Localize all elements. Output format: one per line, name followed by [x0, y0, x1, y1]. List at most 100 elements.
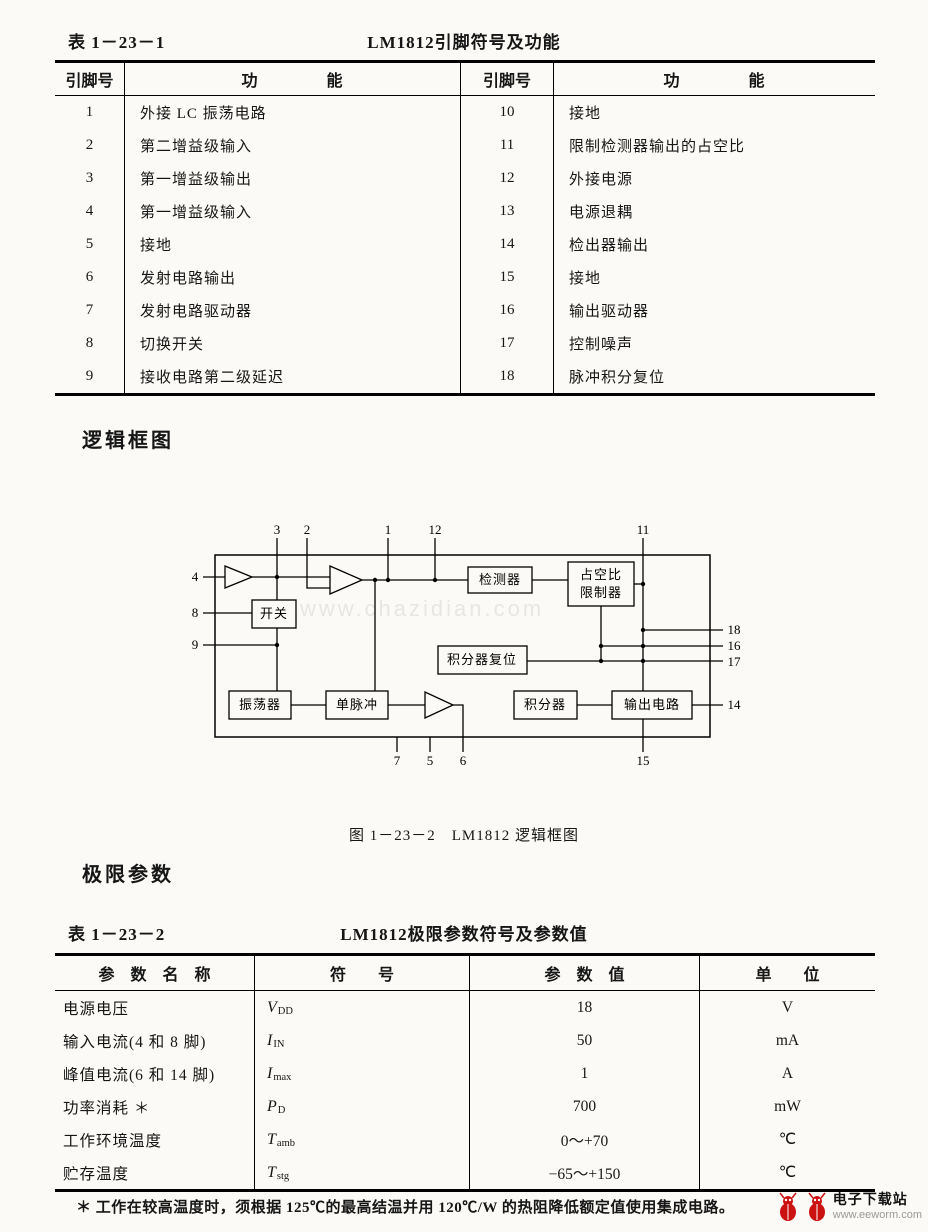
param-name: 输入电流(4 和 8 脚): [55, 1024, 255, 1057]
block-one-shot: [325, 690, 389, 720]
symbol-main: I: [267, 1064, 273, 1082]
pin-function: 第二增益级输入: [140, 139, 253, 155]
pin-number: 7: [55, 294, 125, 327]
symbol-sub: max: [273, 1072, 292, 1083]
pin-label-12: 12: [429, 522, 442, 537]
param-name: 贮存温度: [55, 1156, 255, 1189]
pin-function: 限制检测器输出的占空比: [569, 139, 746, 155]
page-watermark: www.chazidian.com: [300, 596, 545, 621]
param-name: 工作环境温度: [55, 1123, 255, 1156]
param-value: 1: [470, 1057, 700, 1090]
block-output-circuit-label: 输出电路: [624, 697, 680, 712]
block-integrator-reset-label: 积分器复位: [447, 652, 517, 667]
pin-function: 外接电源: [569, 172, 634, 188]
param-unit: A: [781, 1064, 794, 1082]
site-url: www.eeworm.com: [832, 1208, 922, 1221]
pin-function: 接收电路第二级延迟: [140, 370, 285, 386]
pin-function: 电源退耦: [569, 205, 634, 221]
pin-function: 第一增益级输出: [140, 172, 253, 188]
param-unit: V: [781, 998, 794, 1016]
amplifier-3-icon: [424, 690, 455, 720]
pin-number: 10: [461, 96, 554, 129]
block-one-shot-label: 单脉冲: [336, 697, 378, 712]
table2-label: 表 1－23－2: [68, 925, 166, 944]
symbol-sub: DD: [277, 1006, 293, 1017]
section-heading-limit-params: 极限参数: [82, 864, 174, 886]
block-switch-label: 开关: [260, 606, 288, 621]
pin-number: 6: [55, 261, 125, 294]
table2-caption-row: LM1812极限参数符号及参数值 表 1－23－2: [0, 920, 928, 944]
pin-function: 发射电路驱动器: [140, 304, 253, 320]
pin-number: 13: [461, 195, 554, 228]
pin-number: 14: [461, 228, 554, 261]
pin-function: 脉冲积分复位: [569, 370, 666, 386]
header-unit: 单 位: [700, 956, 875, 991]
block-output-circuit: [611, 690, 693, 720]
amplifier-2-icon: [329, 565, 364, 595]
pin-number: 4: [55, 195, 125, 228]
pin-number: 8: [55, 327, 125, 360]
pin-table-right-half: 引脚号 功 能 10 接地 11 限制检测器输出的占空比 12 外接电源 13 …: [460, 63, 875, 393]
pin-function: 控制噪声: [569, 337, 634, 353]
param-unit: ℃: [778, 1164, 797, 1181]
header-function: 功 能: [554, 63, 875, 96]
pin-function: 接地: [569, 271, 602, 287]
block-switch: [251, 599, 297, 629]
symbol-sub: D: [277, 1105, 286, 1116]
section-heading-logic-diagram: 逻辑框图: [82, 430, 174, 452]
symbol-main: V: [267, 998, 277, 1016]
block-oscillator: [228, 690, 292, 720]
param-unit: mW: [774, 1097, 801, 1115]
header-pin-number: 引脚号: [461, 63, 554, 96]
symbol-main: P: [267, 1097, 277, 1115]
pin-label-8: 8: [192, 605, 199, 620]
block-detector-label: 检测器: [479, 572, 521, 587]
block-duty-label-1: 占空比: [580, 567, 622, 582]
pin-label-18: 18: [728, 622, 741, 637]
eeworm-bug-icon: [808, 1192, 826, 1221]
header-pin-number: 引脚号: [55, 63, 125, 96]
pin-label-15: 15: [637, 753, 650, 768]
pin-function: 切换开关: [140, 337, 205, 353]
pin-table-left-half: 引脚号 功 能 1 外接 LC 振荡电路 2 第二增益级输入 3 第一增益级输出…: [55, 63, 460, 393]
pin-label-4: 4: [192, 569, 199, 584]
pin-number: 2: [55, 129, 125, 162]
table1-title: LM1812引脚符号及功能: [367, 33, 561, 52]
pin-function: 接地: [140, 238, 173, 254]
pin-number: 9: [55, 360, 125, 393]
pin-label-1: 1: [385, 522, 392, 537]
pin-label-14: 14: [728, 697, 742, 712]
pin-number: 5: [55, 228, 125, 261]
header-function: 功 能: [125, 63, 460, 96]
pin-number: 18: [461, 360, 554, 393]
pin-function-table: 引脚号 功 能 1 外接 LC 振荡电路 2 第二增益级输入 3 第一增益级输出…: [55, 60, 875, 396]
pin-label-9: 9: [192, 637, 199, 652]
block-duty-label-2: 限制器: [580, 585, 622, 600]
pin-label-3: 3: [274, 522, 281, 537]
param-value: 50: [470, 1024, 700, 1057]
table-footnote: ＊ 工作在较高温度时，须根据 125℃的最高结温并用 120℃/W 的热阻降低额…: [76, 1200, 735, 1216]
table1-caption-row: LM1812引脚符号及功能 表 1－23－1: [0, 28, 928, 52]
table1-label: 表 1－23－1: [68, 33, 166, 52]
param-value: 18: [470, 991, 700, 1024]
block-detector: [467, 566, 533, 594]
symbol-main: T: [267, 1130, 276, 1148]
pin-function: 发射电路输出: [140, 271, 237, 287]
param-value: 0～+70: [470, 1123, 700, 1156]
header-value: 参 数 值: [470, 956, 700, 991]
pin-number: 15: [461, 261, 554, 294]
param-value: −65～+150: [470, 1156, 700, 1189]
pin-number: 3: [55, 162, 125, 195]
symbol-main: I: [267, 1031, 273, 1049]
param-value: 700: [470, 1090, 700, 1123]
header-param-name: 参 数 名 称: [55, 956, 255, 991]
diagram-wires: [203, 538, 723, 752]
param-unit: ℃: [778, 1131, 797, 1148]
pin-number: 1: [55, 96, 125, 129]
block-integrator-label: 积分器: [524, 697, 566, 712]
